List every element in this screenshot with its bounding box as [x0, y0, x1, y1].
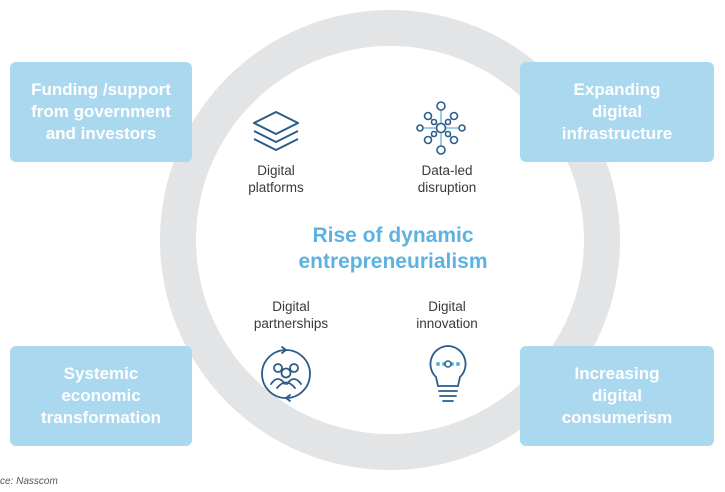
- label-digital-platforms: Digital platforms: [248, 163, 304, 195]
- inner-circle: [196, 46, 584, 434]
- source-note: ce: Nasscom: [0, 476, 58, 487]
- center-title: Rise of dynamic entrepreneurialism: [298, 224, 488, 273]
- label-digital-innovation: Digital innovation: [416, 299, 478, 331]
- layers-icon: [248, 108, 304, 161]
- label-data-led-disruption: Data-led disruption: [417, 163, 477, 195]
- label-digital-partnerships: Digital partnerships: [253, 299, 329, 331]
- lightbulb-icon: [426, 342, 470, 411]
- box-digital-infrastructure: Expanding digital infrastructure: [520, 62, 714, 162]
- network-icon: [412, 98, 470, 163]
- box-digital-consumerism: Increasing digital consumerism: [520, 346, 714, 446]
- people-cycle-icon: [256, 344, 316, 409]
- box-funding-support: Funding /support from government and inv…: [10, 62, 192, 162]
- box-economic-transformation: Systemic economic transformation: [10, 346, 192, 446]
